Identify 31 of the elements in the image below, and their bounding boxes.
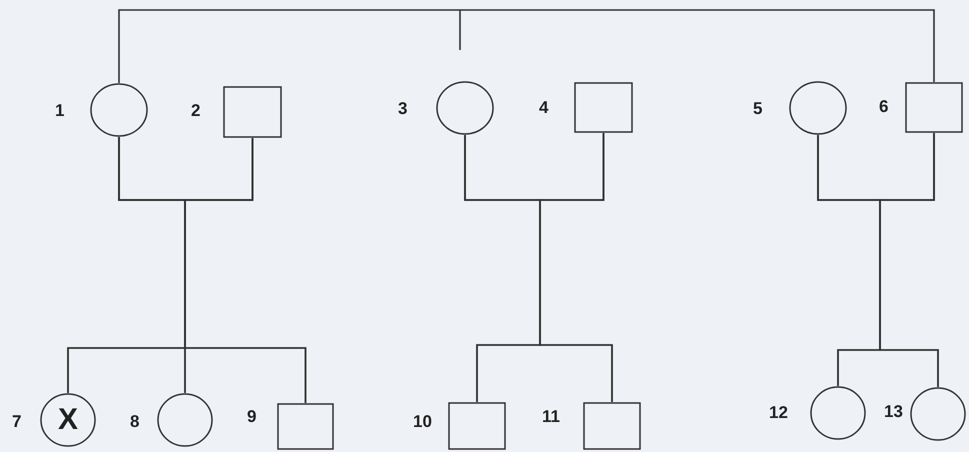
- pedigree-line: [879, 133, 939, 387]
- individual-number: 8: [130, 413, 140, 430]
- male-square: [583, 402, 641, 450]
- pedigree-line: [118, 9, 935, 84]
- male-square: [277, 403, 334, 450]
- pedigree-line: [184, 138, 306, 403]
- individual-number: 2: [191, 102, 200, 119]
- female-circle: [157, 393, 213, 447]
- individual-number: 4: [539, 99, 548, 116]
- female-circle: [90, 83, 148, 137]
- female-circle: [436, 81, 494, 135]
- individual-number: 12: [769, 404, 788, 421]
- individual-number: 13: [884, 403, 903, 420]
- male-square: [448, 402, 506, 450]
- female-circle: [910, 387, 966, 441]
- male-square: [574, 82, 633, 133]
- affected-mark: X: [58, 405, 78, 435]
- individual-number: 11: [542, 408, 560, 425]
- individual-number: 10: [413, 413, 432, 430]
- individual-number: 7: [12, 413, 22, 430]
- female-circle: [40, 393, 96, 447]
- individual-number: 5: [753, 100, 762, 117]
- individual-number: 6: [879, 98, 888, 115]
- male-square: [223, 86, 282, 138]
- female-circle: [810, 386, 866, 440]
- individual-number: 1: [55, 102, 64, 119]
- female-circle: [789, 81, 847, 135]
- individual-number: 3: [398, 100, 408, 117]
- individual-number: 9: [247, 408, 256, 425]
- pedigree-line: [539, 133, 613, 402]
- male-square: [905, 82, 963, 133]
